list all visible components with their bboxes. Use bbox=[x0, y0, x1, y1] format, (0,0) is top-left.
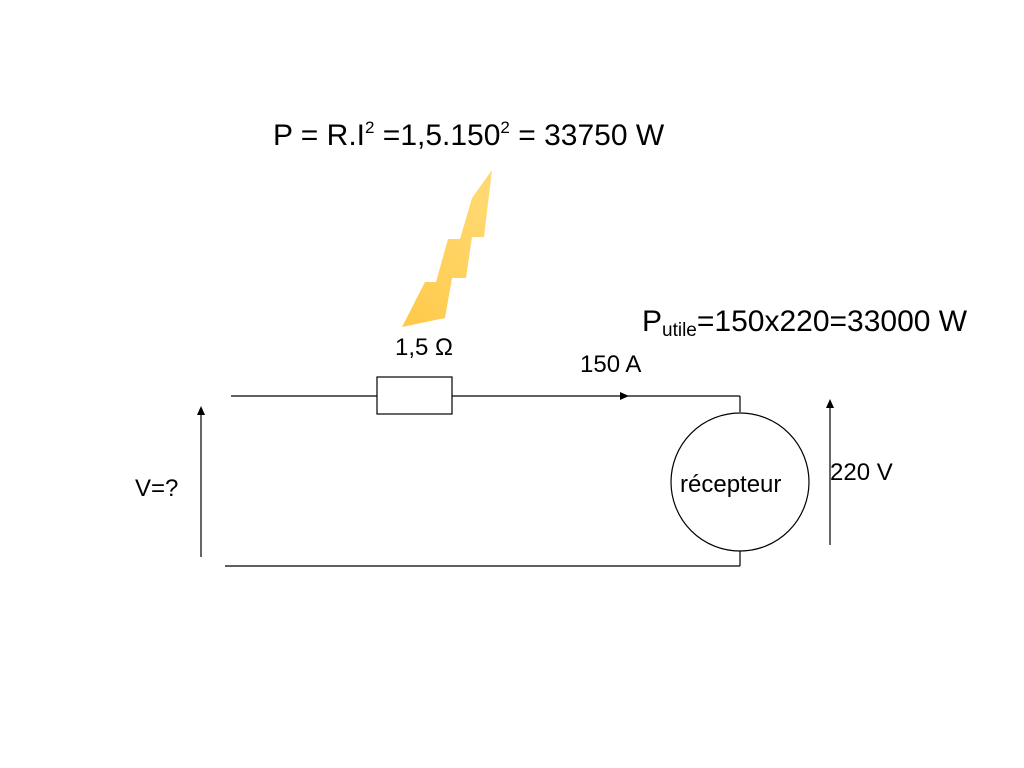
resistor-value-label: 1,5 Ω bbox=[395, 334, 453, 361]
source-voltage-label: V=? bbox=[135, 475, 179, 502]
receiver-voltage-arrowhead-icon bbox=[826, 399, 834, 408]
power-loss-suffix: = 33750 W bbox=[509, 119, 665, 152]
useful-power-expression: =150x220=33000 W bbox=[696, 305, 968, 338]
resistor bbox=[376, 376, 453, 415]
receiver-label: récepteur bbox=[680, 471, 782, 498]
source-voltage-arrowhead-icon bbox=[197, 406, 205, 415]
lightning-bolt-icon bbox=[402, 170, 492, 327]
useful-power-formula: Putile=150x220=33000 W bbox=[642, 305, 968, 341]
useful-power-subscript: utile bbox=[662, 320, 697, 341]
current-value-label: 150 A bbox=[580, 351, 642, 378]
power-loss-middle: =1,5.150 bbox=[374, 119, 501, 152]
current-arrow-icon bbox=[620, 392, 629, 400]
power-loss-formula: P = R.I2 =1,5.1502 = 33750 W bbox=[273, 118, 665, 152]
power-loss-exponent-2: 2 bbox=[500, 118, 510, 137]
power-loss-exponent-1: 2 bbox=[365, 118, 375, 137]
useful-power-symbol: P bbox=[642, 305, 663, 338]
receiver-voltage-label: 220 V bbox=[830, 459, 893, 486]
power-loss-prefix: P = R.I bbox=[273, 119, 365, 152]
